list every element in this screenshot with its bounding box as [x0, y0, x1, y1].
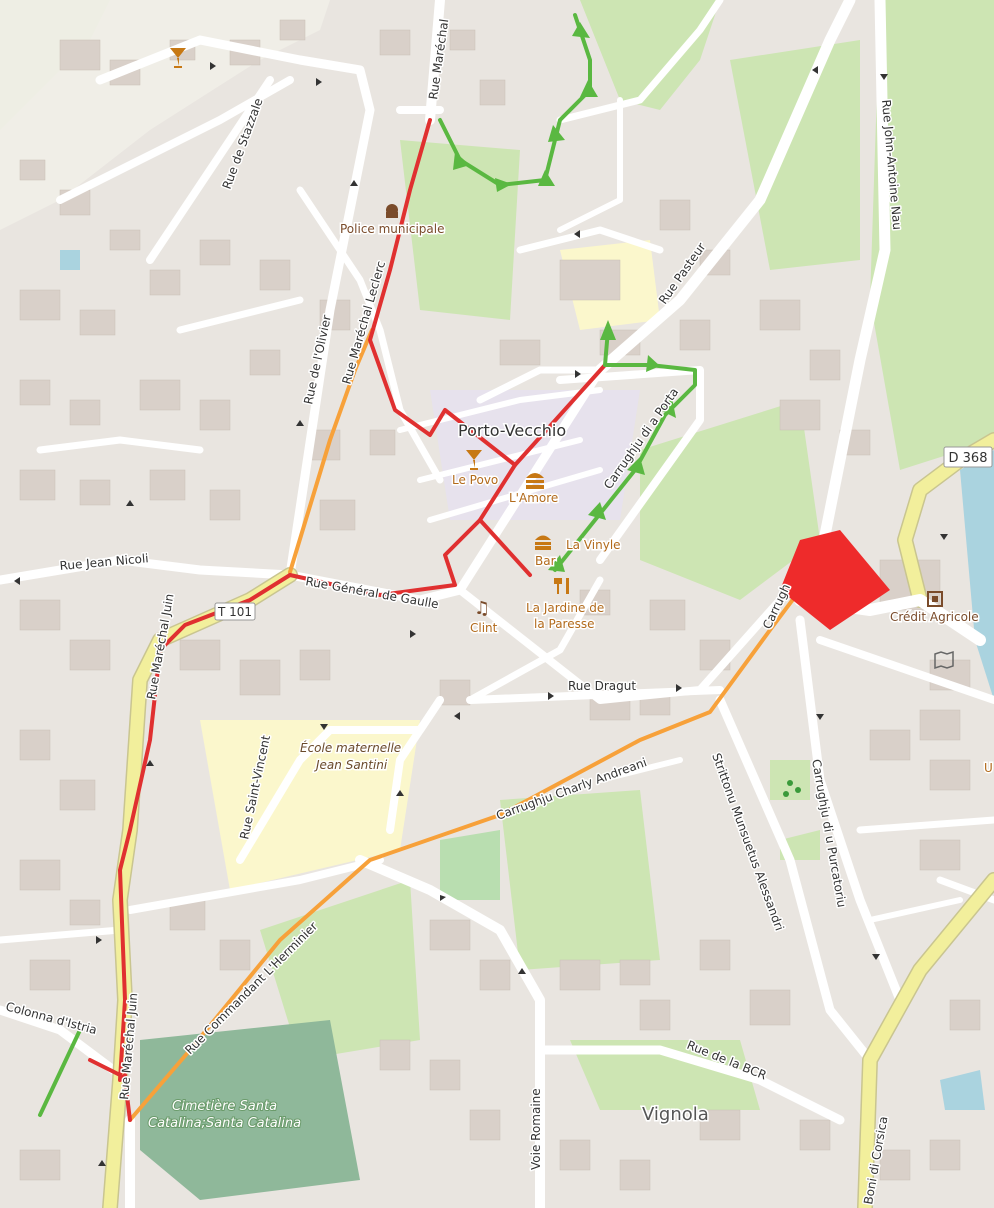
label-edge-u: U	[984, 761, 993, 775]
svg-text:École maternelle: École maternelle	[300, 740, 401, 755]
poi-ecole[interactable]: École maternelle Jean Santini	[299, 739, 403, 774]
label-dragut: Rue Dragut	[568, 679, 636, 693]
poi-la-vinyle[interactable]: La Vinyle Bar	[534, 535, 622, 570]
label-voie-romaine: Voie Romaine	[529, 1088, 543, 1170]
svg-text:Clint: Clint	[470, 621, 498, 635]
poi-le-povo[interactable]: Le Povo	[451, 450, 500, 489]
poi-cemetery[interactable]: Cimetière Santa Catalina;Santa Catalina	[147, 1098, 302, 1132]
poi-police[interactable]: Police municipale	[339, 204, 446, 238]
map-icon	[934, 650, 954, 670]
svg-text:Crédit Agricole: Crédit Agricole	[890, 610, 979, 624]
bank-icon	[927, 591, 943, 607]
green-route	[38, 13, 697, 1117]
restaurant-icon	[554, 578, 569, 594]
svg-text:Police municipale: Police municipale	[340, 222, 444, 236]
label-vignola: Vignola	[642, 1104, 709, 1125]
svg-text:Le Povo: Le Povo	[452, 473, 498, 487]
svg-text:D 368: D 368	[949, 451, 988, 466]
orange-route	[128, 328, 802, 1122]
playground-icon	[783, 780, 801, 797]
svg-text:La Vinyle: La Vinyle	[566, 538, 621, 552]
water-area	[960, 450, 994, 700]
road-shield-t101: T 101	[214, 602, 256, 621]
bar-icon	[466, 450, 482, 470]
cemetery-area	[140, 1020, 360, 1200]
poi-credit-agricole[interactable]: Crédit Agricole	[889, 591, 980, 626]
bar-icon	[170, 48, 186, 68]
fast-food-icon	[535, 535, 551, 550]
fast-food-icon	[526, 473, 544, 489]
poi-jardine[interactable]: La Jardine de la Paresse	[525, 578, 606, 633]
svg-text:T 101: T 101	[217, 605, 252, 619]
svg-text:Catalina;Santa Catalina: Catalina;Santa Catalina	[148, 1116, 301, 1131]
label-porto-vecchio: Porto-Vecchio	[458, 421, 566, 440]
svg-text:la Paresse: la Paresse	[534, 617, 595, 631]
poi-lamore[interactable]: L'Amore	[508, 473, 560, 507]
poi-bar-top[interactable]	[170, 48, 186, 68]
svg-text:Jean Santini: Jean Santini	[314, 758, 388, 772]
oneway-arrows	[14, 62, 948, 1166]
road-shield-d368: D 368	[943, 446, 993, 468]
destination-marker[interactable]	[780, 530, 890, 630]
svg-text:Cimetière Santa: Cimetière Santa	[172, 1099, 277, 1114]
green-route-arrows	[453, 22, 676, 572]
school-area	[200, 720, 420, 890]
svg-text:L'Amore: L'Amore	[509, 491, 558, 505]
music-icon: ♫	[474, 598, 490, 619]
poi-clint[interactable]: ♫ Clint	[469, 598, 500, 637]
svg-text:La Jardine de: La Jardine de	[526, 601, 604, 615]
police-icon	[386, 204, 398, 218]
svg-text:Bar: Bar	[535, 554, 556, 568]
